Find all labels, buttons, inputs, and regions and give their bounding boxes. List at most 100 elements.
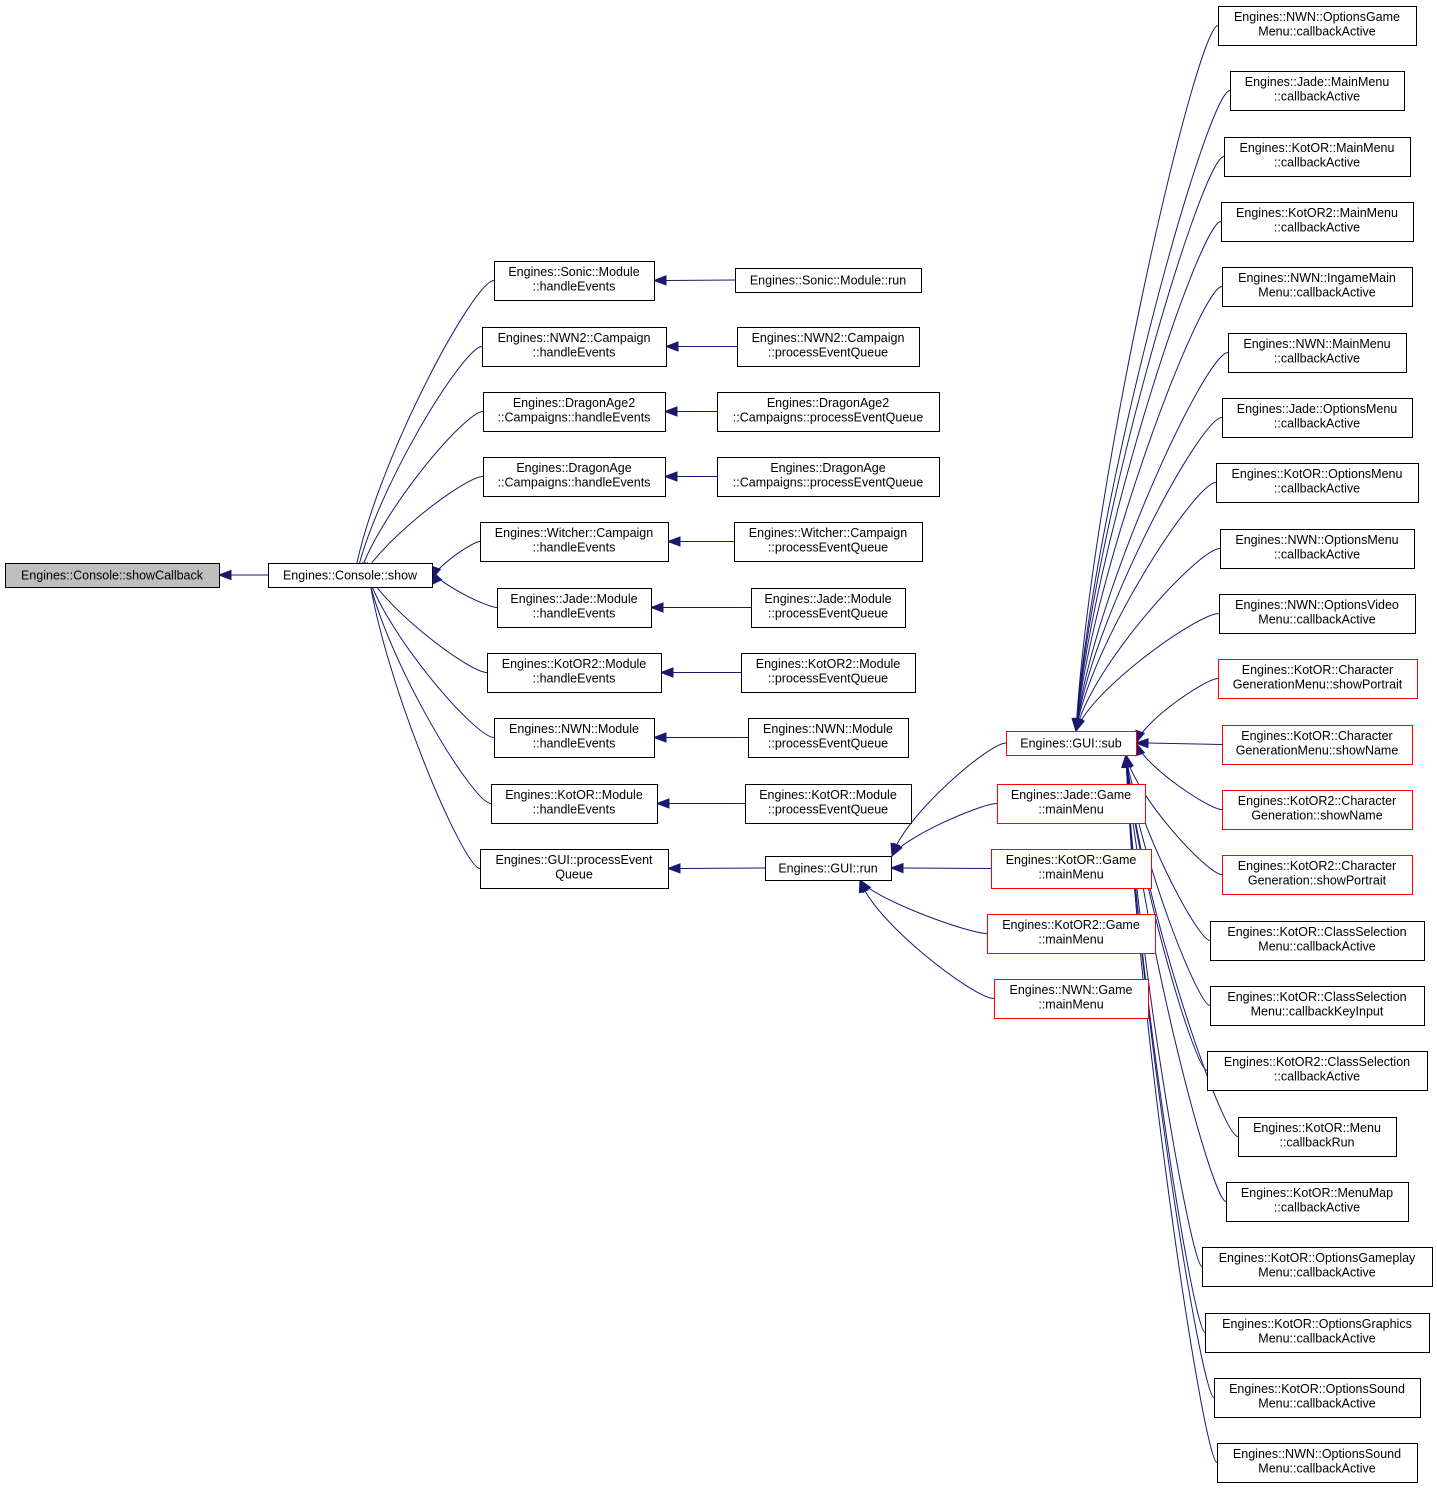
node-r2[interactable]: Engines::KotOR::MainMenu::callbackActive [1224,137,1411,177]
edge-line [1125,754,1203,1267]
arrowhead [858,878,869,894]
node-da2HE[interactable]: Engines::DragonAge2::Campaigns::handleEv… [483,392,666,432]
node-label: Engines::NWN::OptionsVideo [1235,598,1399,612]
node-r21[interactable]: Engines::KotOR::OptionsSoundMenu::callba… [1214,1378,1421,1418]
node-label: ::processEventQueue [768,607,888,621]
node-jadePEQ[interactable]: Engines::Jade::Module::processEventQueue [751,588,906,628]
node-kotor2GameMM[interactable]: Engines::KotOR2::Game::mainMenu [987,914,1156,954]
node-kotorPEQ[interactable]: Engines::KotOR::Module::processEventQueu… [745,784,912,824]
node-witcherHE[interactable]: Engines::Witcher::Campaign::handleEvents [480,522,669,562]
node-guiPEQ[interactable]: Engines::GUI::processEventQueue [480,849,669,889]
node-r10[interactable]: Engines::KotOR::CharacterGenerationMenu:… [1218,659,1418,699]
node-daPEQ[interactable]: Engines::DragonAge::Campaigns::processEv… [717,457,940,497]
node-label: Engines::GUI::sub [1020,737,1121,751]
node-label: Engines::Jade::OptionsMenu [1237,402,1398,416]
node-label: ::callbackActive [1274,352,1360,366]
node-showCallback[interactable]: Engines::Console::showCallback [5,563,220,588]
node-nwnGameMM[interactable]: Engines::NWN::Game::mainMenu [994,979,1149,1019]
edge-jadeHE-to-show [431,569,498,608]
node-r13[interactable]: Engines::KotOR2::CharacterGeneration::sh… [1222,855,1413,895]
node-r5[interactable]: Engines::NWN::MainMenu::callbackActive [1228,333,1407,373]
node-label: Engines::NWN2::Campaign [752,331,905,345]
node-label: Engines::KotOR::OptionsSound [1229,1382,1405,1396]
node-witcherPEQ[interactable]: Engines::Witcher::Campaign::processEvent… [734,522,923,562]
node-label: Engines::NWN::Module [509,722,639,736]
node-guiSub[interactable]: Engines::GUI::sub [1006,731,1137,756]
node-label: Engines::KotOR::Module [759,788,897,802]
node-label: Menu::callbackActive [1258,613,1375,627]
edge-line [902,867,992,869]
node-sonicRun[interactable]: Engines::Sonic::Module::run [735,268,922,293]
edge-line [1075,352,1229,732]
edge-r9-to-guiSub [1075,613,1220,733]
edge-r4-to-guiSub [1071,286,1223,733]
node-r17[interactable]: Engines::KotOR::Menu::callbackRun [1238,1117,1397,1157]
node-box [483,392,666,432]
node-label: Queue [555,868,593,882]
node-jadeGameMM[interactable]: Engines::Jade::Game::mainMenu [997,784,1146,824]
node-r9[interactable]: Engines::NWN::OptionsVideoMenu::callback… [1219,594,1416,634]
node-r1[interactable]: Engines::Jade::MainMenu::callbackActive [1230,71,1405,111]
node-r8[interactable]: Engines::NWN::OptionsMenu::callbackActiv… [1220,529,1415,569]
node-da2PEQ[interactable]: Engines::DragonAge2::Campaigns::processE… [717,392,940,432]
edge-line [1075,25,1219,732]
node-box [1210,921,1425,961]
node-box [765,856,892,881]
node-sonicHE[interactable]: Engines::Sonic::Module::handleEvents [494,261,655,301]
node-r22[interactable]: Engines::NWN::OptionsSoundMenu::callback… [1217,1443,1418,1483]
node-box [1222,855,1413,895]
node-r11[interactable]: Engines::KotOR::CharacterGenerationMenu:… [1222,725,1413,765]
node-kotorGameMM[interactable]: Engines::KotOR::Game::mainMenu [991,849,1152,889]
edge-sonicHE-to-show [349,280,495,589]
node-box [1217,1443,1418,1483]
arrowhead [1121,753,1132,768]
node-label: Engines::KotOR::OptionsGraphics [1222,1317,1412,1331]
edge-line [1075,548,1221,732]
arrowhead [217,569,232,581]
edge-line [363,562,495,738]
node-r4[interactable]: Engines::NWN::IngameMainMenu::callbackAc… [1222,267,1413,307]
node-label: ::Campaigns::processEventQueue [733,411,923,425]
node-r6[interactable]: Engines::Jade::OptionsMenu::callbackActi… [1222,398,1413,438]
node-label: Engines::KotOR2::MainMenu [1236,206,1398,220]
node-nwnHE[interactable]: Engines::NWN::Module::handleEvents [494,718,655,758]
node-label: Menu::callbackActive [1258,286,1375,300]
node-r18[interactable]: Engines::KotOR::MenuMap::callbackActive [1226,1182,1409,1222]
node-show[interactable]: Engines::Console::show [268,563,433,588]
edge-jadePEQ-to-jadeHE [649,602,751,613]
node-box [748,718,909,758]
node-r12[interactable]: Engines::KotOR2::CharacterGeneration::sh… [1222,790,1413,830]
node-r0[interactable]: Engines::NWN::OptionsGameMenu::callbackA… [1218,6,1417,46]
node-daHE[interactable]: Engines::DragonAge::Campaigns::handleEve… [483,457,666,497]
node-kotor2HE[interactable]: Engines::KotOR2::Module::handleEvents [487,653,662,693]
node-box [1210,986,1425,1026]
node-r7[interactable]: Engines::KotOR::OptionsMenu::callbackAct… [1216,463,1419,503]
node-nwnPEQ[interactable]: Engines::NWN::Module::processEventQueue [748,718,909,758]
edge-r11-to-guiSub [1134,737,1223,749]
edge-guiPEQ-to-show [363,561,481,869]
node-label: ::processEventQueue [768,346,888,360]
node-box [1202,1247,1433,1287]
node-label: Engines::DragonAge2 [767,396,889,410]
node-kotor2PEQ[interactable]: Engines::KotOR2::Module::processEventQue… [741,653,916,693]
edge-da2PEQ-to-da2HE [663,406,717,417]
node-r15[interactable]: Engines::KotOR::ClassSelectionMenu::call… [1210,986,1425,1026]
node-box [483,457,666,497]
node-nwn2HE[interactable]: Engines::NWN2::Campaign::handleEvents [482,327,667,367]
node-label: Engines::KotOR::ClassSelection [1227,990,1406,1004]
node-box [482,327,667,367]
node-r3[interactable]: Engines::KotOR2::MainMenu::callbackActiv… [1221,202,1414,242]
node-r19[interactable]: Engines::KotOR::OptionsGameplayMenu::cal… [1202,1247,1433,1287]
node-r20[interactable]: Engines::KotOR::OptionsGraphicsMenu::cal… [1205,1313,1430,1353]
node-r14[interactable]: Engines::KotOR::ClassSelectionMenu::call… [1210,921,1425,961]
node-nwn2PEQ[interactable]: Engines::NWN2::Campaign::processEventQue… [737,327,920,367]
node-box [1224,137,1411,177]
node-kotorHE[interactable]: Engines::KotOR::Module::handleEvents [491,784,658,824]
edge-line [1075,613,1220,732]
node-jadeHE[interactable]: Engines::Jade::Module::handleEvents [497,588,652,628]
node-guiRun[interactable]: Engines::GUI::run [765,856,892,881]
node-label: Engines::Jade::MainMenu [1245,75,1390,89]
node-r16[interactable]: Engines::KotOR2::ClassSelection::callbac… [1207,1051,1428,1091]
node-box [1230,71,1405,111]
arrowhead [1075,717,1086,733]
